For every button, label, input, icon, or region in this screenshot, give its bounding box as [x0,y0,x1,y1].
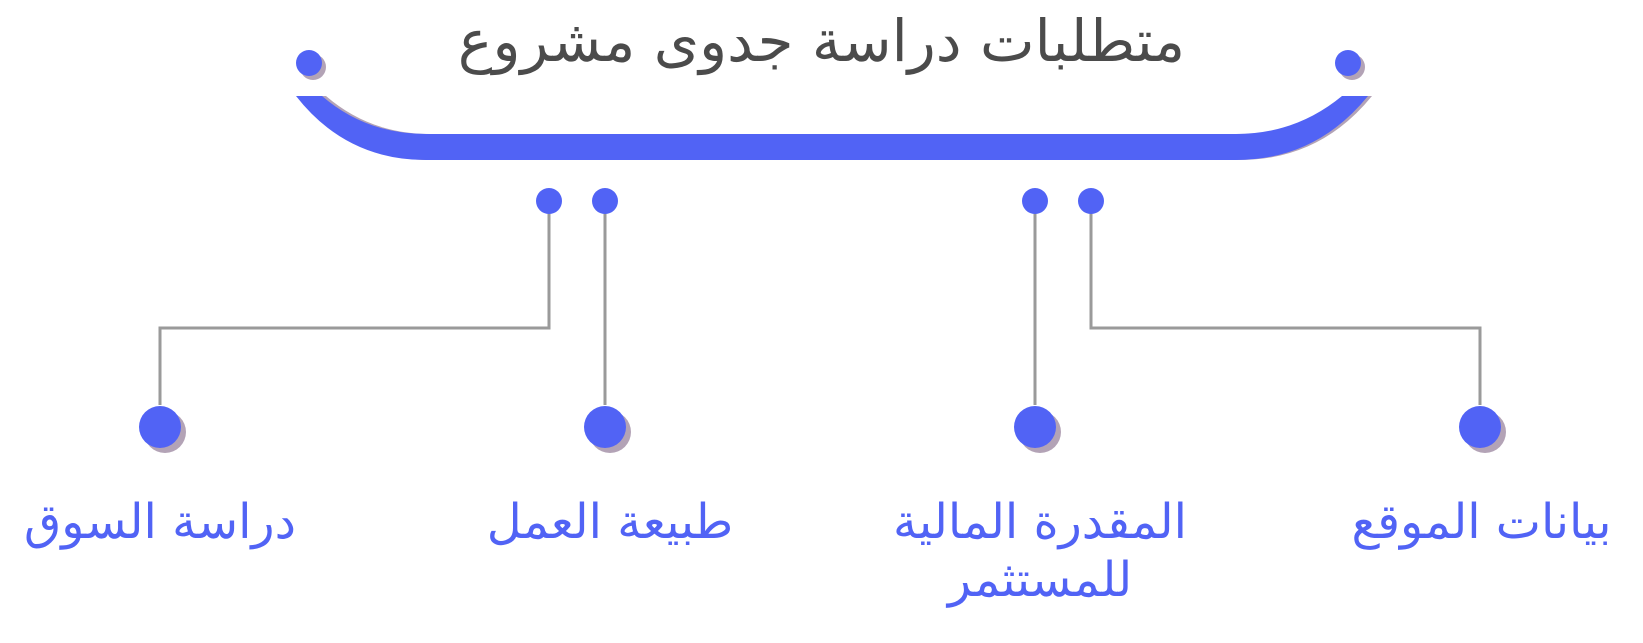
bracket-end-dot-left [296,50,322,76]
diagram-title: متطلبات دراسة جدوى مشروع [457,7,1186,75]
connector-market [158,200,551,405]
connector-top-dot-site [1078,188,1104,214]
node-dot-site [1459,406,1501,448]
node-label-market: دراسة السوق [24,494,296,550]
bracket-end-dot-right [1335,50,1361,76]
node-dot-market [139,406,181,448]
bracket [296,96,1368,160]
node-dot-finance [1014,406,1056,448]
connector-site [1089,200,1482,405]
connector-top-dot-finance [1022,188,1048,214]
node-label-site: بيانات الموقع [1351,494,1612,550]
node-dot-work [584,406,626,448]
node-label-finance: المقدرة المالية للمستثمر [893,494,1187,608]
connector-top-dot-market [536,188,562,214]
node-label-work: طبيعة العمل [486,494,734,550]
connector-top-dot-work [592,188,618,214]
